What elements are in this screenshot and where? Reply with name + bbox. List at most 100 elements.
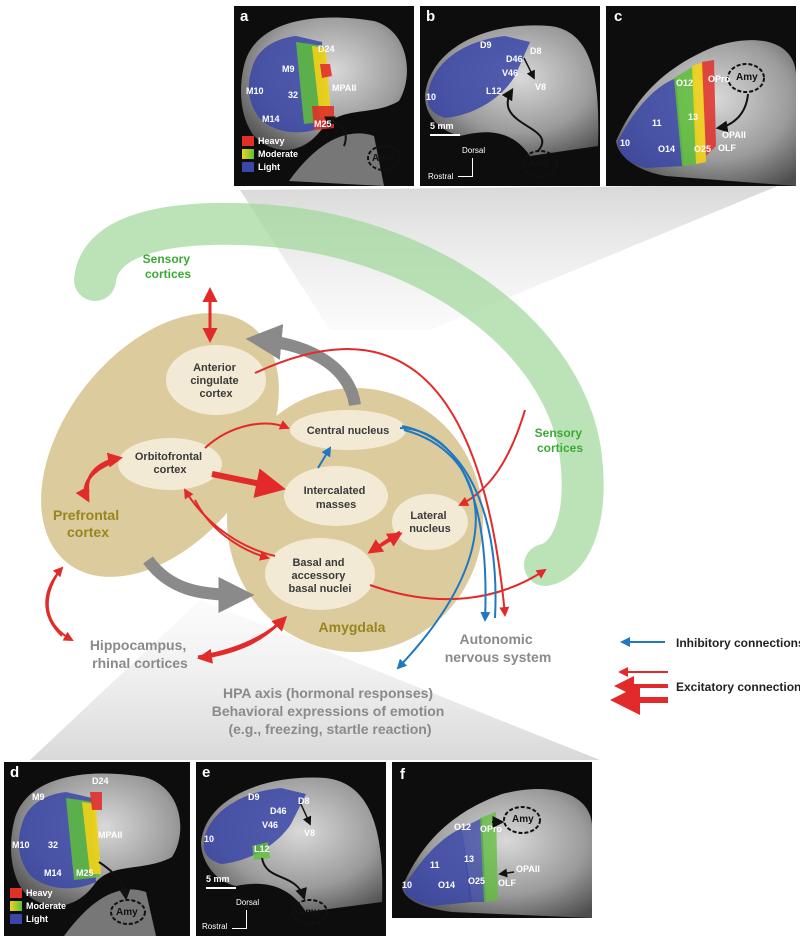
panel-d-region-m10: M10	[12, 840, 30, 850]
panel-c-region-o25: O25	[694, 144, 712, 154]
panel-e-image	[196, 762, 386, 936]
panel-f-region-opaii: OPAII	[516, 864, 540, 874]
panel-b-region-d46: D46	[506, 54, 523, 64]
panel-e-scalebar	[206, 887, 236, 889]
panel-a-image	[234, 6, 414, 186]
amygdala-label: Amygdala	[319, 619, 386, 635]
panel-c-letter: c	[614, 8, 623, 25]
panel-c-region-o12: O12	[676, 78, 694, 88]
panel-e-rostral: Rostral	[202, 922, 228, 931]
projection-wedge-bottom	[20, 600, 600, 760]
panel-e-region-l12: L12	[254, 844, 270, 854]
itc-label: Intercalated masses	[304, 485, 369, 511]
panel-d-region-m9: M9	[32, 792, 45, 802]
sensory-lateral-arrow	[458, 409, 526, 506]
legend-swatch-light	[242, 161, 254, 172]
central-nucleus-node	[290, 410, 406, 450]
grey-arrow-bottom	[143, 556, 255, 613]
basal-ofc-arrow	[194, 499, 270, 561]
lateral-label: Lateral nucleus	[409, 510, 451, 535]
panel-e-dorsal: Dorsal	[236, 898, 260, 907]
panel-d: d M9 M10 32 M14 D24 M25 MPAII Amy Heavy …	[4, 762, 190, 936]
basal-hippo-arrow	[197, 620, 282, 664]
hippo-label: Hippocampus, rhinal cortices	[90, 637, 190, 671]
panel-e-axis-vertical	[246, 910, 247, 928]
panel-d-region-m25: M25	[76, 868, 94, 878]
panel-e: e D9 D8 D46 V46 10 L12 V8 5 mm Amy Dorsa…	[196, 762, 386, 936]
panel-d-region-m14: M14	[44, 868, 62, 878]
panel-f-region-o14: O14	[438, 880, 456, 890]
hpa-label: HPA axis (hormonal responses) Behavioral…	[212, 685, 449, 737]
sensory-top-label: Sensory cortices	[143, 252, 194, 281]
panel-a-legend: Heavy Moderate Light	[242, 134, 298, 173]
basal-sensory-arrow	[369, 568, 547, 601]
panel-a-legend-heavy: Heavy	[258, 135, 285, 146]
ofc-itc-arrow	[211, 468, 286, 498]
panel-d-region-d24: D24	[92, 776, 109, 786]
ofc-node	[118, 438, 222, 490]
panel-b-region-d9: D9	[480, 40, 492, 50]
panel-f-region-10: 10	[402, 880, 413, 890]
acc-ans-arrow	[254, 348, 510, 617]
grey-arrow-top	[245, 324, 361, 407]
panel-f: f O12 OPro 13 11 10 O14 O25 OPAII OLF Am…	[392, 762, 592, 918]
ofc-label: Orbitofrontal cortex	[135, 451, 205, 476]
legend-swatch-heavy	[10, 887, 22, 898]
panel-b-region-10: 10	[426, 92, 437, 102]
acc-label: Anterior cingulate cortex	[190, 362, 241, 400]
panel-e-region-d46: D46	[270, 806, 287, 816]
intercalated-node	[284, 466, 388, 526]
panel-b-dorsal: Dorsal	[462, 146, 486, 155]
panel-f-region-11: 11	[430, 860, 440, 870]
basal-label: Basal and accessory basal nuclei	[289, 557, 352, 595]
basal-lateral-arrow	[369, 532, 403, 554]
panel-d-region-32: 32	[48, 840, 59, 850]
ans-label: Autonomic nervous system	[445, 631, 552, 665]
hippo-pfc-arrow	[45, 566, 64, 637]
panel-d-amy: Amy	[116, 907, 138, 918]
panel-b-region-d8: D8	[530, 46, 542, 56]
inhibitory-legend-label: Inhibitory connections	[676, 636, 800, 650]
ofc-central-arrow	[204, 420, 290, 449]
panel-b-scale: 5 mm	[430, 121, 454, 131]
panel-a-region-m9: M9	[282, 64, 295, 74]
panel-d-legend-moderate: Moderate	[26, 900, 67, 911]
panel-c: c O12 OPro 13 11 10 O14 O25 OPAII OLF Am…	[606, 6, 796, 186]
panel-d-legend-heavy: Heavy	[26, 887, 53, 898]
panel-d-legend: Heavy Moderate Light	[10, 886, 66, 925]
panel-a-letter: a	[240, 8, 249, 25]
panel-e-region-d8: D8	[298, 796, 310, 806]
panel-e-region-10: 10	[204, 834, 215, 844]
panel-a-region-m25: M25	[314, 119, 332, 129]
panel-a-region-d24: D24	[318, 44, 335, 54]
panel-e-axis-horizontal	[232, 928, 247, 929]
panel-e-region-d9: D9	[248, 792, 260, 802]
panel-c-region-13: 13	[688, 112, 699, 122]
central-ans-arrow-2	[401, 425, 497, 619]
panel-f-letter: f	[400, 766, 405, 783]
itc-central-arrow	[317, 446, 332, 469]
panel-b-region-v8: V8	[535, 82, 547, 92]
panel-b-amy: Amy	[528, 158, 550, 169]
panel-f-region-13: 13	[464, 854, 475, 864]
panel-a-mpaii: MPAII	[332, 83, 357, 93]
panel-a-legend-moderate: Moderate	[258, 148, 299, 159]
panel-e-region-v8: V8	[304, 828, 316, 838]
panel-e-scale: 5 mm	[206, 874, 230, 884]
panel-f-region-o25: O25	[468, 876, 486, 886]
panel-b: b D9 D8 D46 V46 10 L12 V8 5 mm Amy Dorsa…	[420, 6, 600, 186]
panel-d-legend-light: Light	[26, 913, 48, 924]
panel-c-region-10: 10	[620, 138, 631, 148]
legend-swatch-moderate	[10, 900, 22, 911]
panel-e-amy: Amy	[298, 907, 320, 918]
panel-f-image	[392, 762, 592, 918]
panel-d-image	[4, 762, 190, 936]
pfc-hippo-arrow	[46, 569, 74, 641]
panel-b-region-v46: V46	[502, 68, 519, 78]
panel-b-scalebar	[430, 134, 460, 136]
basal-nuclei-node	[265, 538, 375, 610]
panel-a: a M9 M10 32 M14 D24 M25 MPAII Amy Heavy …	[234, 6, 414, 186]
pfc-ofc-arrow	[86, 452, 123, 493]
sensory-right-label: Sensory cortices	[535, 426, 586, 455]
